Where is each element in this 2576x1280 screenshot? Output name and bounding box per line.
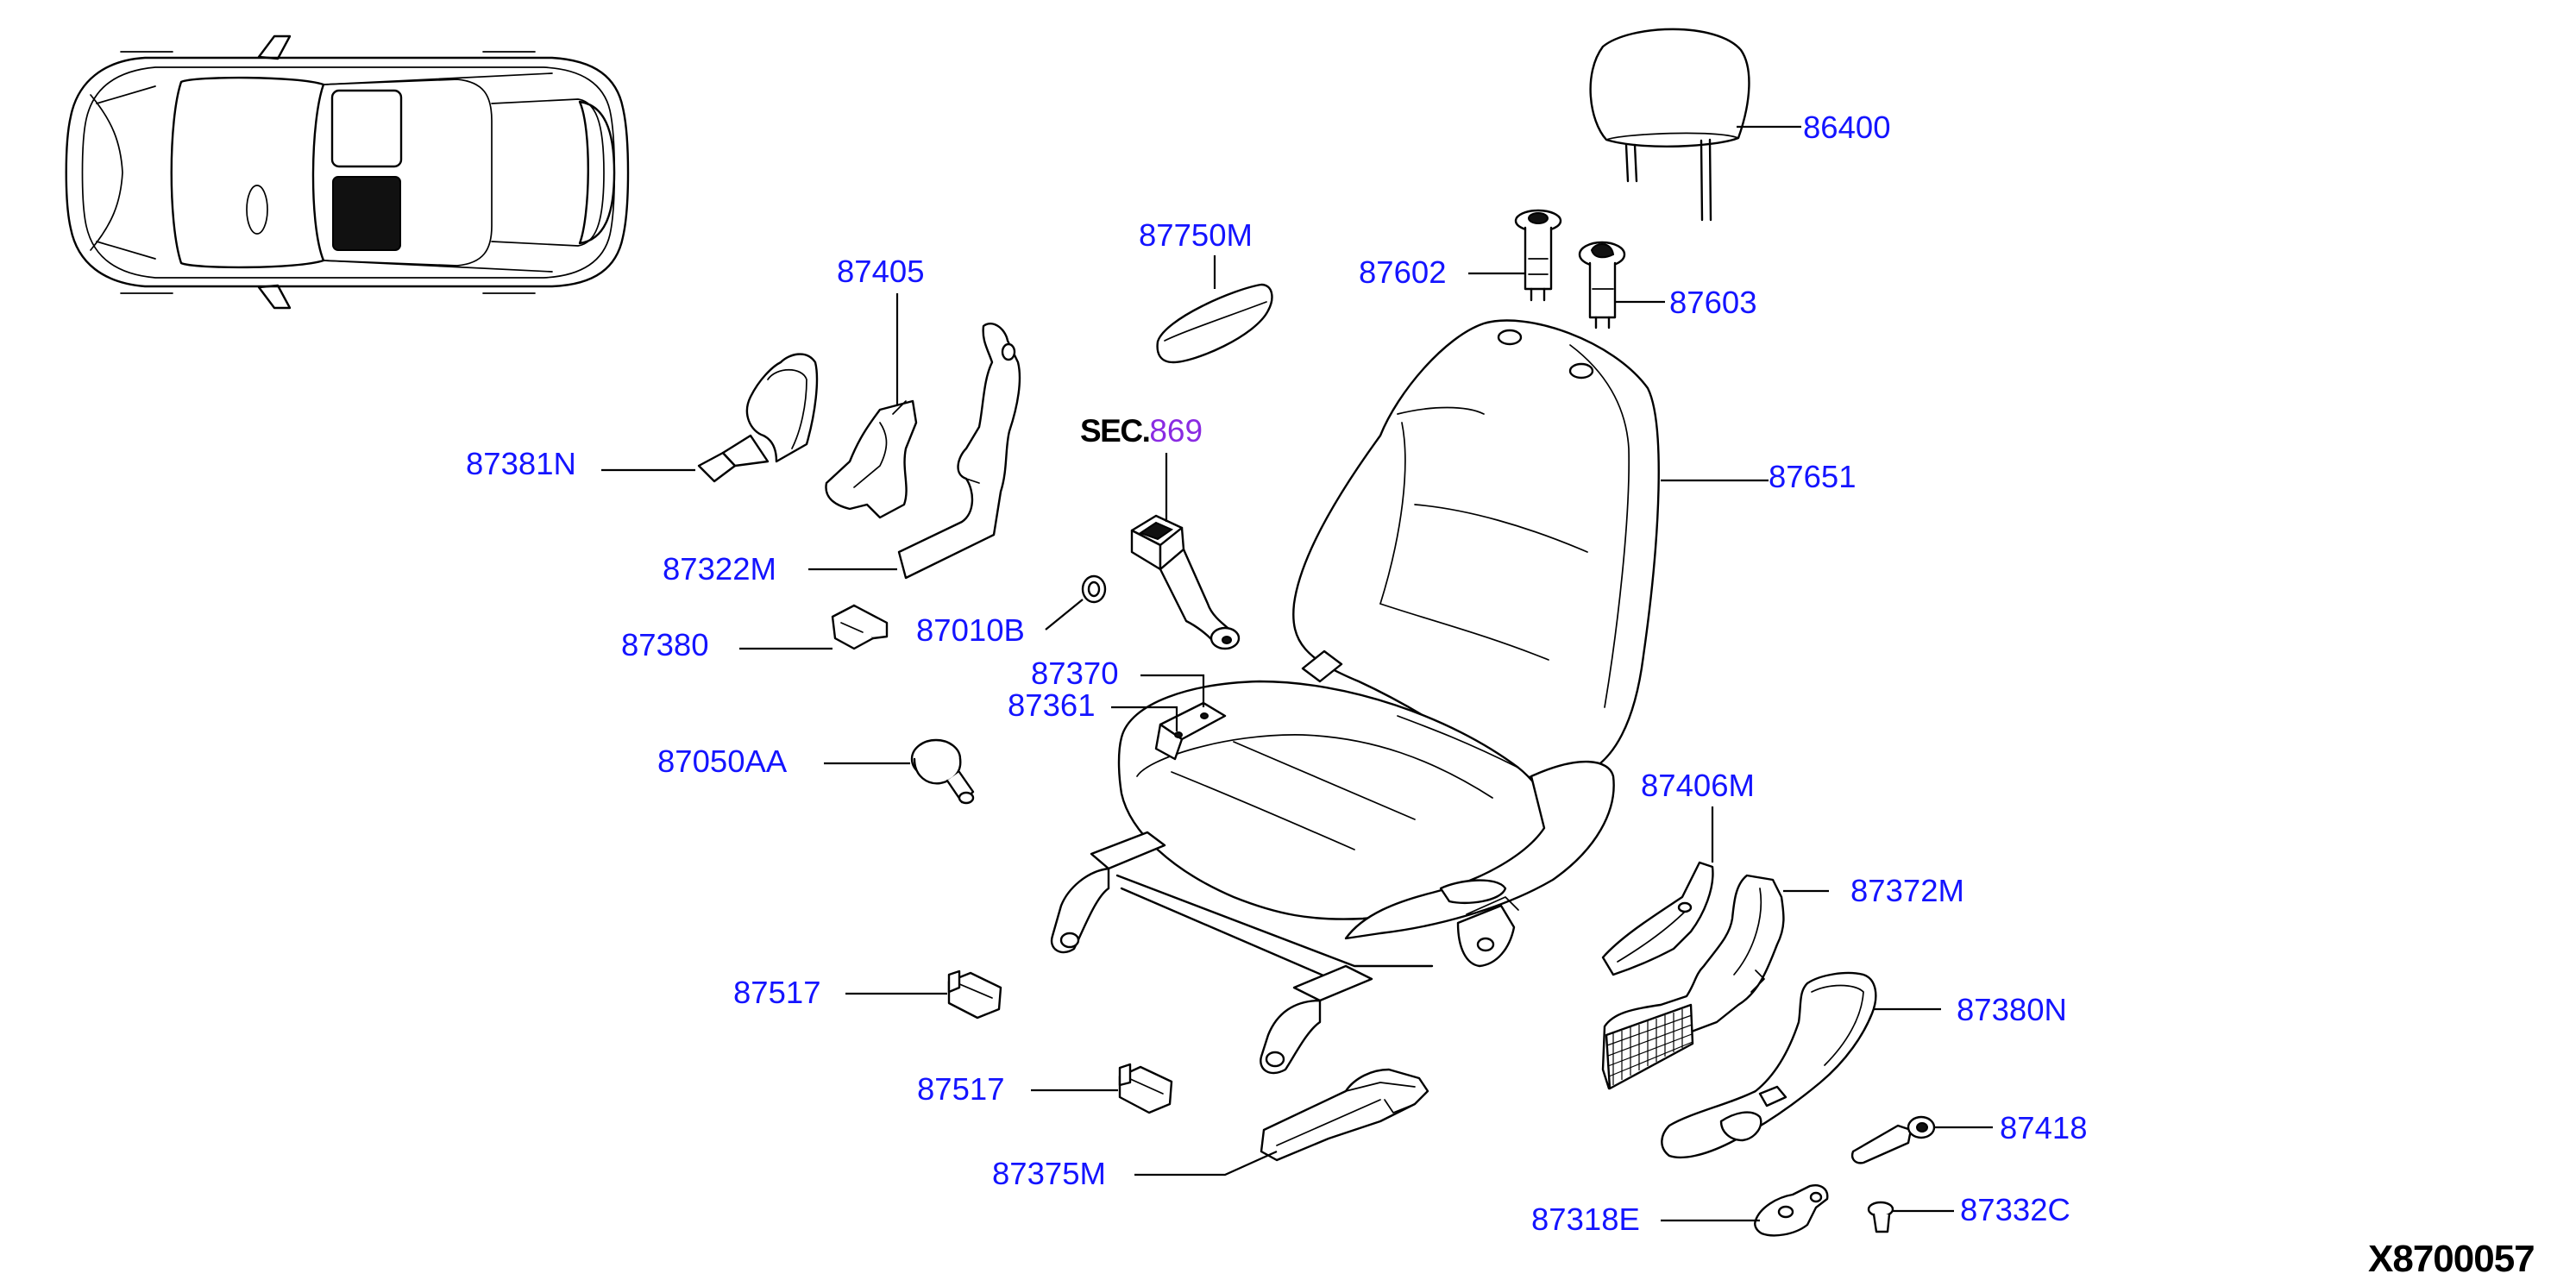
label-87318e: 87318E bbox=[1531, 1202, 1640, 1237]
headrest-guide-87603 bbox=[1578, 241, 1626, 329]
headrest bbox=[1589, 28, 1750, 222]
label-87010b: 87010B bbox=[916, 612, 1025, 648]
label-87050aa: 87050AA bbox=[657, 744, 788, 779]
label-87332c: 87332C bbox=[1960, 1192, 2070, 1227]
side-panel-87372m bbox=[1601, 874, 1785, 1090]
label-87380n: 87380N bbox=[1957, 992, 2067, 1027]
label-87370: 87370 bbox=[1031, 656, 1119, 691]
clip-87517-upper bbox=[947, 969, 1002, 1020]
grille-mesh bbox=[1605, 1003, 1694, 1090]
label-87418: 87418 bbox=[2000, 1110, 2088, 1145]
clip-87380 bbox=[831, 604, 889, 650]
label-87517-upper: 87517 bbox=[733, 975, 821, 1010]
bracket-87406m bbox=[1601, 861, 1714, 976]
label-87750m: 87750M bbox=[1139, 217, 1253, 253]
clip-87332c bbox=[1867, 1201, 1894, 1233]
label-87372m: 87372M bbox=[1850, 873, 1964, 908]
finisher-87375m bbox=[1260, 1068, 1429, 1162]
label-87380: 87380 bbox=[621, 627, 709, 662]
clip-87517-lower bbox=[1118, 1063, 1173, 1114]
finisher-87381n bbox=[697, 353, 819, 483]
finisher-87405 bbox=[825, 399, 918, 519]
diagram-code: X8700057 bbox=[2368, 1238, 2535, 1280]
section-number: 869 bbox=[1149, 413, 1203, 449]
label-87406m: 87406M bbox=[1641, 768, 1755, 803]
headrest-guide-87602 bbox=[1514, 209, 1562, 302]
label-87361: 87361 bbox=[1008, 687, 1096, 723]
grommet-87010b bbox=[1081, 574, 1107, 604]
recliner-lever-knob bbox=[1156, 283, 1273, 364]
seat-belt-buckle bbox=[1130, 514, 1241, 650]
seat-side-finisher-87380n bbox=[1661, 971, 1877, 1159]
label-87375m: 87375M bbox=[992, 1156, 1106, 1191]
section-reference: SEC.869 bbox=[1080, 413, 1203, 449]
label-87381n: 87381N bbox=[466, 446, 576, 481]
label-87651: 87651 bbox=[1769, 459, 1857, 494]
bracket-87318e bbox=[1754, 1184, 1829, 1237]
label-87602: 87602 bbox=[1359, 254, 1447, 290]
label-87517-lower: 87517 bbox=[917, 1071, 1005, 1107]
lever-87418 bbox=[1851, 1115, 1936, 1164]
seat-back bbox=[1292, 319, 1660, 780]
label-87603: 87603 bbox=[1669, 285, 1757, 320]
label-86400: 86400 bbox=[1803, 110, 1891, 145]
seat-cushion bbox=[1050, 680, 1615, 1075]
section-prefix: SEC. bbox=[1080, 413, 1149, 449]
finisher-87322m bbox=[897, 322, 1021, 580]
label-87322m: 87322M bbox=[663, 551, 776, 587]
label-87405: 87405 bbox=[837, 254, 925, 289]
car-locator-diagram bbox=[65, 35, 630, 310]
clip-87050aa bbox=[910, 738, 975, 805]
